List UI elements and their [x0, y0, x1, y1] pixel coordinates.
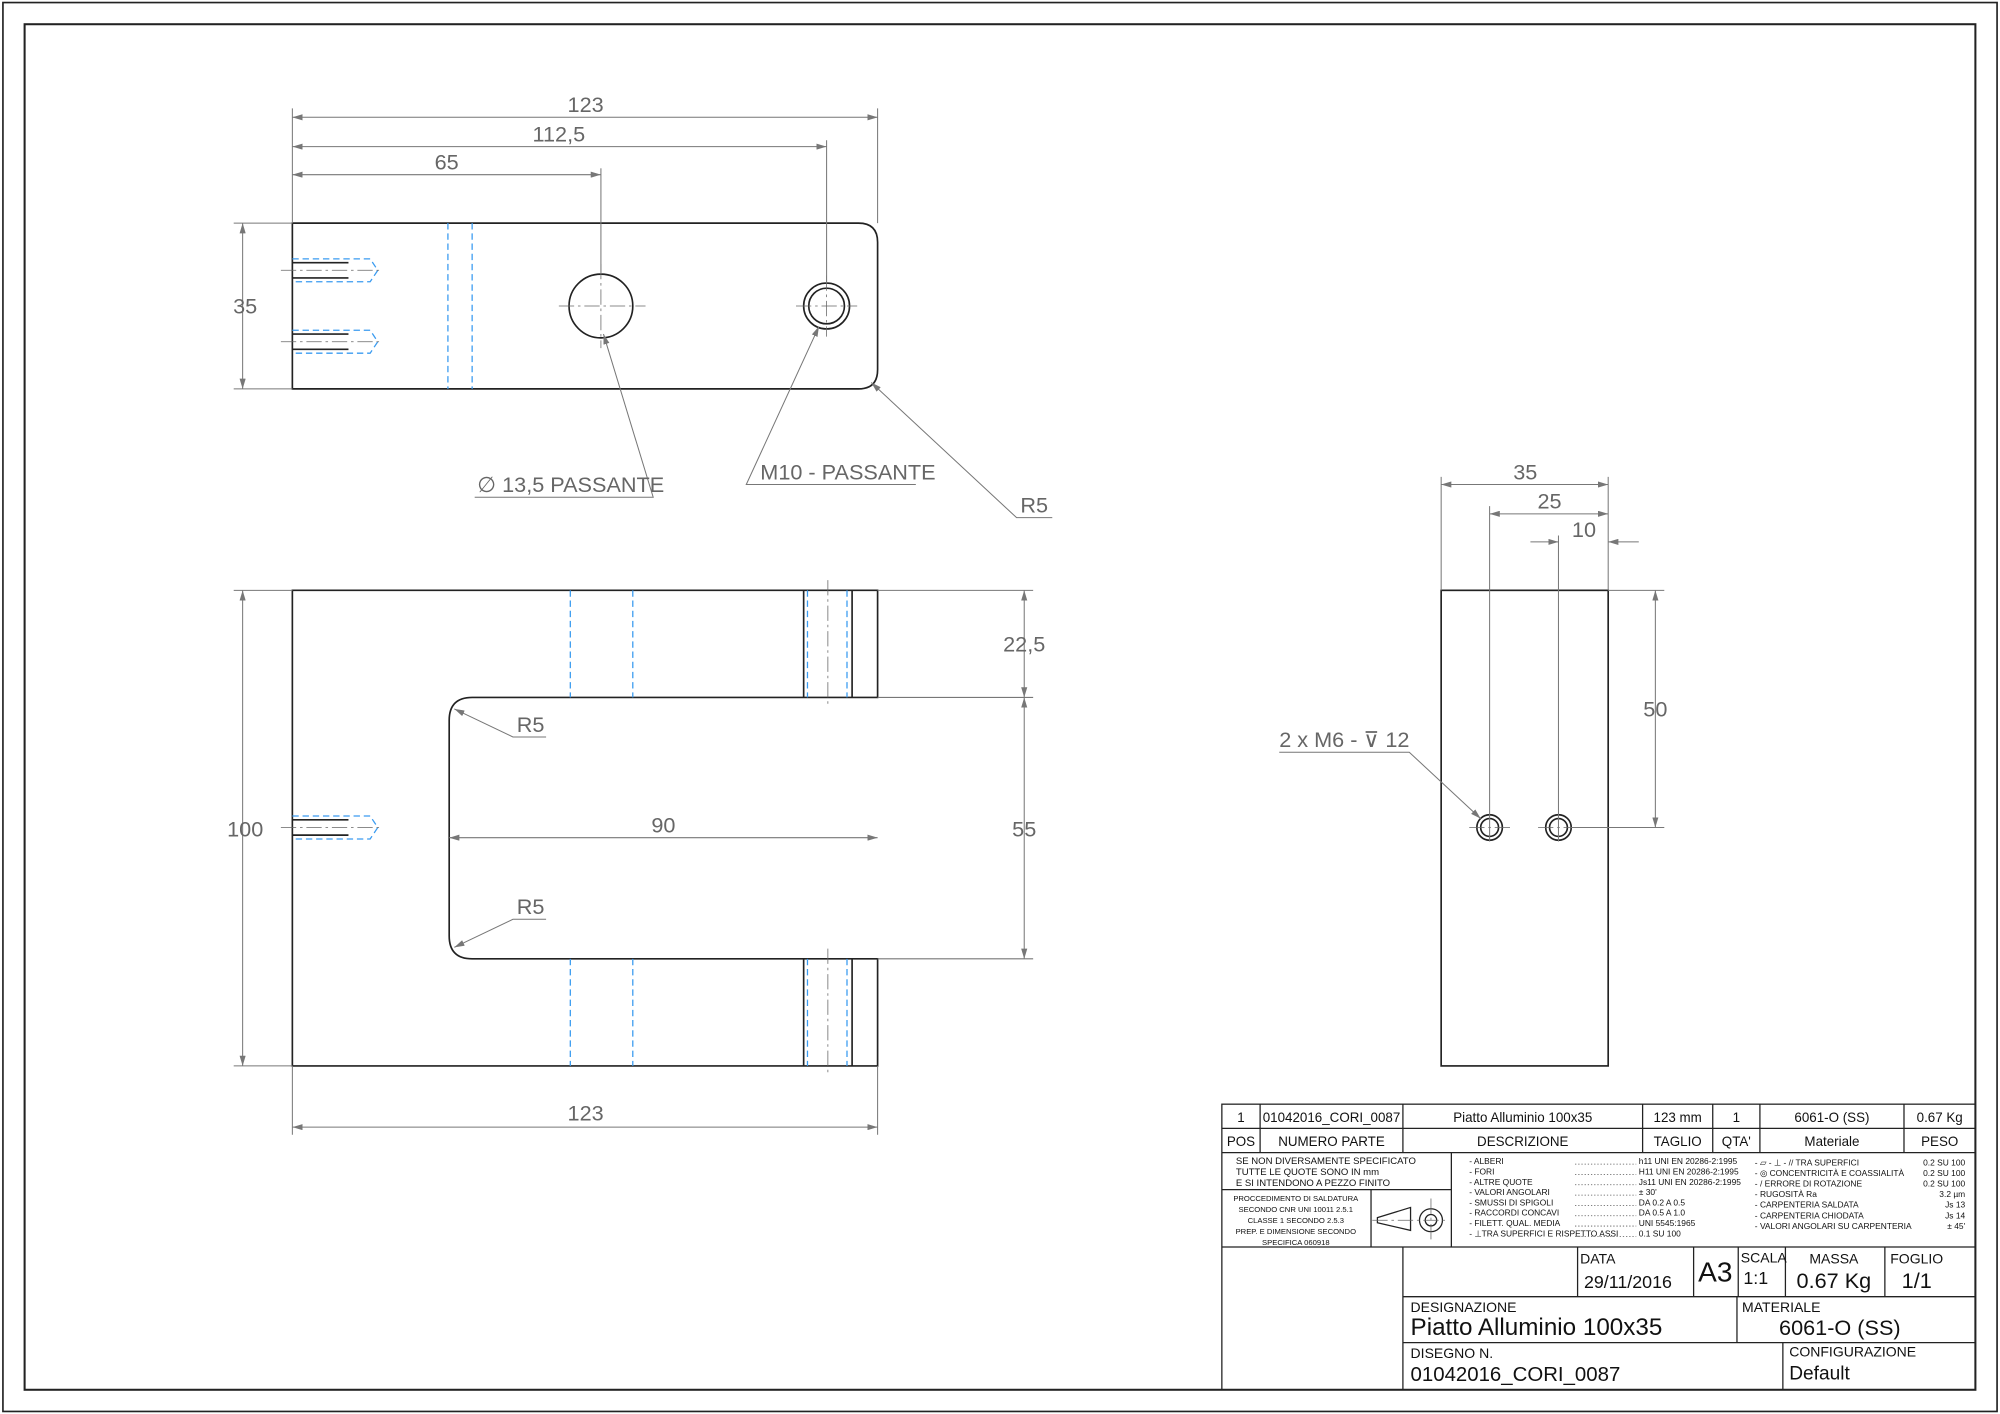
- tolerance-value: DA 0.5 A 1.0: [1639, 1208, 1686, 1218]
- threaded-hole: [280, 258, 383, 283]
- threaded-hole: [280, 815, 383, 840]
- geometric-tolerance-value: Js 14: [1945, 1210, 1965, 1220]
- bom-part-number: 01042016_CORI_0087: [1263, 1110, 1401, 1125]
- dim-123-bottom: 123: [568, 1101, 604, 1126]
- dim-65: 65: [435, 150, 459, 175]
- radius-callout: R5: [517, 712, 545, 737]
- tolerance-label: - SMUSSI DI SPIGOLI: [1469, 1197, 1553, 1207]
- dim-100: 100: [227, 816, 263, 841]
- geometric-tolerance-label: - VALORI ANGOLARI SU CARPENTERIA: [1755, 1221, 1912, 1231]
- configurazione-label: CONFIGURAZIONE: [1789, 1344, 1916, 1360]
- threaded-hole: [280, 329, 383, 354]
- tolerance-value: H11 UNI EN 20286-2:1995: [1639, 1166, 1739, 1176]
- tolerance-value: UNI 5545:1965: [1639, 1218, 1696, 1228]
- tolerance-label: - FORI: [1469, 1166, 1494, 1176]
- radius-callout: R5: [1020, 493, 1048, 518]
- materiale-label: MATERIALE: [1742, 1299, 1820, 1315]
- dim-22-5: 22,5: [1003, 632, 1045, 657]
- side-view: 35 25 10 50 2 x M6 - ⊽ 12: [1279, 459, 1667, 1067]
- radius-callout: R5: [517, 894, 545, 919]
- geometric-tolerance-value: 0.2 SU 100: [1923, 1168, 1965, 1178]
- tolerance-value: DA 0.2 A 0.5: [1639, 1197, 1686, 1207]
- geometric-tolerance-label: - RUGOSITÀ Ra: [1755, 1189, 1817, 1199]
- massa-label: MASSA: [1809, 1251, 1859, 1267]
- bom-header-weight: PESO: [1921, 1134, 1958, 1149]
- bom-header-quantity: QTA': [1722, 1134, 1751, 1149]
- disegno-label: DISEGNO N.: [1411, 1345, 1494, 1361]
- dim-123: 123: [568, 92, 604, 117]
- geometric-tolerance-value: 3.2 µm: [1939, 1189, 1965, 1199]
- geometric-tolerance-label: - ◎ CONCENTRICITÀ E COASSIALITÀ: [1755, 1168, 1905, 1178]
- welding-note: SECONDO CNR UNI 10011 2.5.1: [1239, 1205, 1354, 1214]
- general-note: SE NON DIVERSAMENTE SPECIFICATO: [1236, 1156, 1416, 1167]
- bom-quantity: 1: [1733, 1110, 1740, 1125]
- bom-weight: 0.67 Kg: [1917, 1110, 1963, 1125]
- bom-header-pos: POS: [1227, 1134, 1255, 1149]
- tolerance-value: h11 UNI EN 20286-2:1995: [1639, 1156, 1738, 1166]
- geometric-tolerance-value: ± 45': [1947, 1221, 1965, 1231]
- designazione-label: DESIGNAZIONE: [1411, 1299, 1517, 1315]
- tolerance-label: - FILETT. QUAL. MEDIA: [1469, 1218, 1560, 1228]
- dim-50: 50: [1643, 697, 1667, 722]
- bom-material: 6061-O (SS): [1794, 1110, 1869, 1125]
- bom-header-material: Materiale: [1804, 1134, 1859, 1149]
- bom-pos: 1: [1237, 1110, 1244, 1125]
- bom-header-description: DESCRIZIONE: [1477, 1134, 1568, 1149]
- welding-note: CLASSE 1 SECONDO 2.5.3: [1248, 1216, 1344, 1225]
- m10-callout: M10 - PASSANTE: [760, 459, 935, 484]
- geometric-tolerance-label: - CARPENTERIA CHIODATA: [1755, 1210, 1864, 1220]
- welding-note: PROCCEDIMENTO DI SALDATURA: [1233, 1194, 1359, 1203]
- dim-35: 35: [233, 294, 257, 319]
- geometric-tolerance-value: Js 13: [1945, 1200, 1965, 1210]
- dim-10: 10: [1572, 517, 1596, 542]
- scala-label: SCALA: [1741, 1249, 1788, 1265]
- date: 29/11/2016: [1584, 1272, 1672, 1292]
- bom-header-cut-length: TAGLIO: [1654, 1134, 1702, 1149]
- mass: 0.67 Kg: [1797, 1268, 1872, 1293]
- geometric-tolerance-label: - CARPENTERIA SALDATA: [1755, 1200, 1859, 1210]
- dim-35: 35: [1513, 459, 1537, 484]
- dim-55: 55: [1012, 816, 1036, 841]
- foglio-label: FOGLIO: [1890, 1251, 1943, 1267]
- dim-90: 90: [651, 813, 675, 838]
- tolerance-label: - VALORI ANGOLARI: [1469, 1187, 1550, 1197]
- configuration: Default: [1789, 1364, 1850, 1385]
- bom-description: Piatto Alluminio 100x35: [1453, 1110, 1592, 1125]
- general-note: TUTTE LE QUOTE SONO IN mm: [1236, 1167, 1379, 1178]
- geometric-tolerance-label: - ⏥ - ⊥ - // TRA SUPERFICI: [1755, 1157, 1859, 1167]
- drawing-number: 01042016_CORI_0087: [1411, 1364, 1621, 1386]
- geometric-tolerance-label: - / ERRORE DI ROTAZIONE: [1755, 1179, 1863, 1189]
- tolerance-label: - ALTRE QUOTE: [1469, 1177, 1533, 1187]
- tolerance-value: 0.1 SU 100: [1639, 1228, 1681, 1238]
- top-view: 123 112,5 65 35 ∅ 13,5 PASSANTE M10 - PA…: [233, 92, 1053, 519]
- tolerance-label: - ALBERI: [1469, 1156, 1504, 1166]
- dim-25: 25: [1537, 489, 1561, 514]
- tolerance-label: - RACCORDI CONCAVI: [1469, 1208, 1559, 1218]
- geometric-tolerance-value: 0.2 SU 100: [1923, 1179, 1965, 1189]
- designation: Piatto Alluminio 100x35: [1411, 1314, 1663, 1341]
- tolerance-value: Js11 UNI EN 20286-2:1995: [1639, 1177, 1742, 1187]
- dim-112-5: 112,5: [533, 122, 586, 147]
- sheet-format: A3: [1698, 1256, 1732, 1287]
- thread-callout: 2 x M6 - ⊽ 12: [1279, 727, 1409, 752]
- tolerance-label: - ⊥TRA SUPERFICI E RISPETTO ASSI: [1469, 1228, 1618, 1238]
- scale: 1:1: [1743, 1268, 1768, 1288]
- inner-border: [23, 23, 1977, 1391]
- sheet-number: 1/1: [1902, 1268, 1932, 1293]
- welding-note: PREP. E DIMENSIONE SECONDO: [1236, 1227, 1356, 1236]
- geometric-tolerance-value: 0.2 SU 100: [1923, 1157, 1965, 1167]
- welding-note: SPECIFICA 060918: [1262, 1238, 1330, 1247]
- bom-cut-length: 123 mm: [1654, 1110, 1702, 1125]
- material: 6061-O (SS): [1779, 1315, 1901, 1340]
- bom-header-part-number: NUMERO PARTE: [1278, 1134, 1385, 1149]
- front-view: 100 22,5 55 90 123 R5 R5: [227, 580, 1045, 1135]
- hole-callout: ∅ 13,5 PASSANTE: [477, 472, 664, 497]
- data-label: DATA: [1580, 1251, 1616, 1267]
- general-note: E SI INTENDONO A PEZZO FINITO: [1236, 1178, 1390, 1189]
- tolerance-value: ± 30': [1639, 1187, 1657, 1197]
- projection-symbol: [1372, 1198, 1449, 1242]
